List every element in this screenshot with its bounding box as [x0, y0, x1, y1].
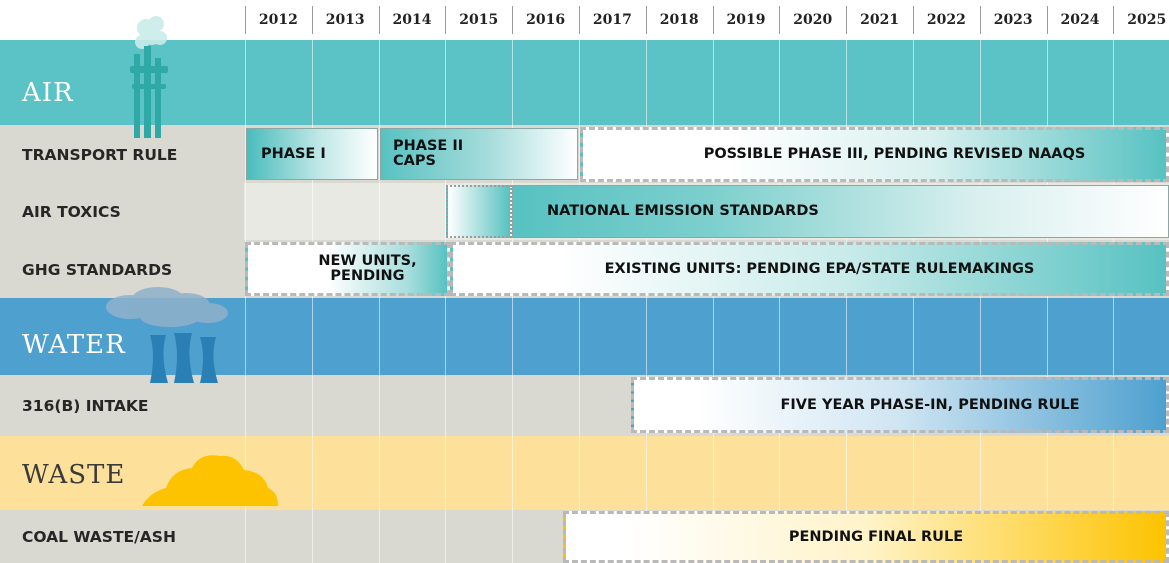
year-2020: 2020: [793, 12, 833, 28]
year-gridline: [779, 40, 780, 563]
year-2024: 2024: [1060, 12, 1100, 28]
smokestacks-icon: [130, 16, 168, 138]
year-separator: [712, 6, 714, 34]
ash-pile-icon: [142, 455, 278, 506]
year-separator: [913, 6, 914, 34]
year-gridline: [379, 40, 380, 563]
bar-label-phase-2-caps: PHASE II CAPS: [393, 138, 464, 169]
year-2019: 2019: [726, 12, 766, 28]
section-title-waste: WASTE: [22, 460, 126, 490]
year-separator: [512, 6, 514, 34]
row-label-transport-rule: TRANSPORT RULE: [22, 146, 178, 164]
year-separator: [779, 6, 781, 34]
bar-label-five-year-phase-in: FIVE YEAR PHASE-IN, PENDING RULE: [780, 396, 1080, 413]
year-gridline: [312, 40, 313, 563]
year-gridline: [713, 40, 714, 563]
bar-five-year-phase-in: FIVE YEAR PHASE-IN, PENDING RULE: [631, 377, 1169, 433]
year-separator: [378, 6, 380, 34]
bar-air-toxics-lead-in: [446, 185, 512, 238]
year-2025: 2025: [1127, 12, 1167, 28]
air-section-header: AIR: [0, 40, 1169, 125]
year-gridline: [1047, 40, 1048, 563]
year-separator: [1046, 6, 1048, 34]
year-separator: [1113, 6, 1115, 34]
year-gridline: [512, 40, 513, 563]
section-title-water: WATER: [22, 330, 126, 360]
bar-phase-2-caps: PHASE II CAPS: [380, 128, 578, 180]
row-label-ghg-standards: GHG STANDARDS: [22, 261, 173, 279]
year-gridline: [1113, 40, 1114, 563]
year-2017: 2017: [592, 12, 632, 28]
bar-label-pending-final-rule: PENDING FINAL RULE: [788, 528, 964, 545]
year-separator: [846, 6, 848, 34]
year-2023: 2023: [993, 12, 1033, 28]
year-separator: [311, 6, 313, 34]
bar-label-existing-units: EXISTING UNITS: PENDING EPA/STATE RULEMA…: [604, 260, 1035, 277]
year-gridline: [846, 40, 847, 563]
year-separator: [645, 6, 647, 34]
bar-label-new-units-pending: NEW UNITS, PENDING: [318, 253, 417, 284]
bar-national-emission-standards: NATIONAL EMISSION STANDARDS: [512, 185, 1169, 238]
cooling-towers-icon: [106, 287, 228, 383]
year-gridline: [980, 40, 981, 563]
year-separator: [445, 6, 447, 34]
bar-existing-units: EXISTING UNITS: PENDING EPA/STATE RULEMA…: [450, 242, 1169, 296]
year-separator: [579, 6, 580, 34]
bar-label-possible-phase-3: POSSIBLE PHASE III, PENDING REVISED NAAQ…: [703, 146, 1086, 162]
bar-label-national-emission-standards: NATIONAL EMISSION STANDARDS: [547, 203, 819, 219]
year-2022: 2022: [926, 12, 966, 28]
year-gridline: [913, 40, 914, 563]
year-gridline: [579, 40, 580, 563]
year-2018: 2018: [659, 12, 699, 28]
bar-new-units-pending: NEW UNITS, PENDING: [245, 242, 450, 296]
section-title-air: AIR: [22, 78, 74, 108]
bar-pending-final-rule: PENDING FINAL RULE: [563, 511, 1169, 563]
year-2016: 2016: [526, 12, 566, 28]
year-2014: 2014: [392, 12, 432, 28]
bar-phase-1: PHASE I: [246, 128, 378, 180]
year-2015: 2015: [459, 12, 499, 28]
row-label-316b-intake: 316(B) INTAKE: [22, 397, 149, 415]
year-2021: 2021: [860, 12, 900, 28]
year-2012: 2012: [258, 12, 298, 28]
year-separator: [245, 6, 246, 34]
row-label-air-toxics: AIR TOXICS: [22, 203, 121, 221]
row-label-coal-waste-ash: COAL WASTE/ASH: [22, 528, 176, 546]
year-2013: 2013: [325, 12, 365, 28]
year-gridline: [646, 40, 647, 563]
bar-label-phase-1: PHASE I: [261, 145, 326, 162]
year-separator: [979, 6, 981, 34]
year-gridline: [245, 40, 246, 563]
bar-possible-phase-3: POSSIBLE PHASE III, PENDING REVISED NAAQ…: [580, 127, 1169, 182]
year-gridline: [445, 40, 446, 563]
